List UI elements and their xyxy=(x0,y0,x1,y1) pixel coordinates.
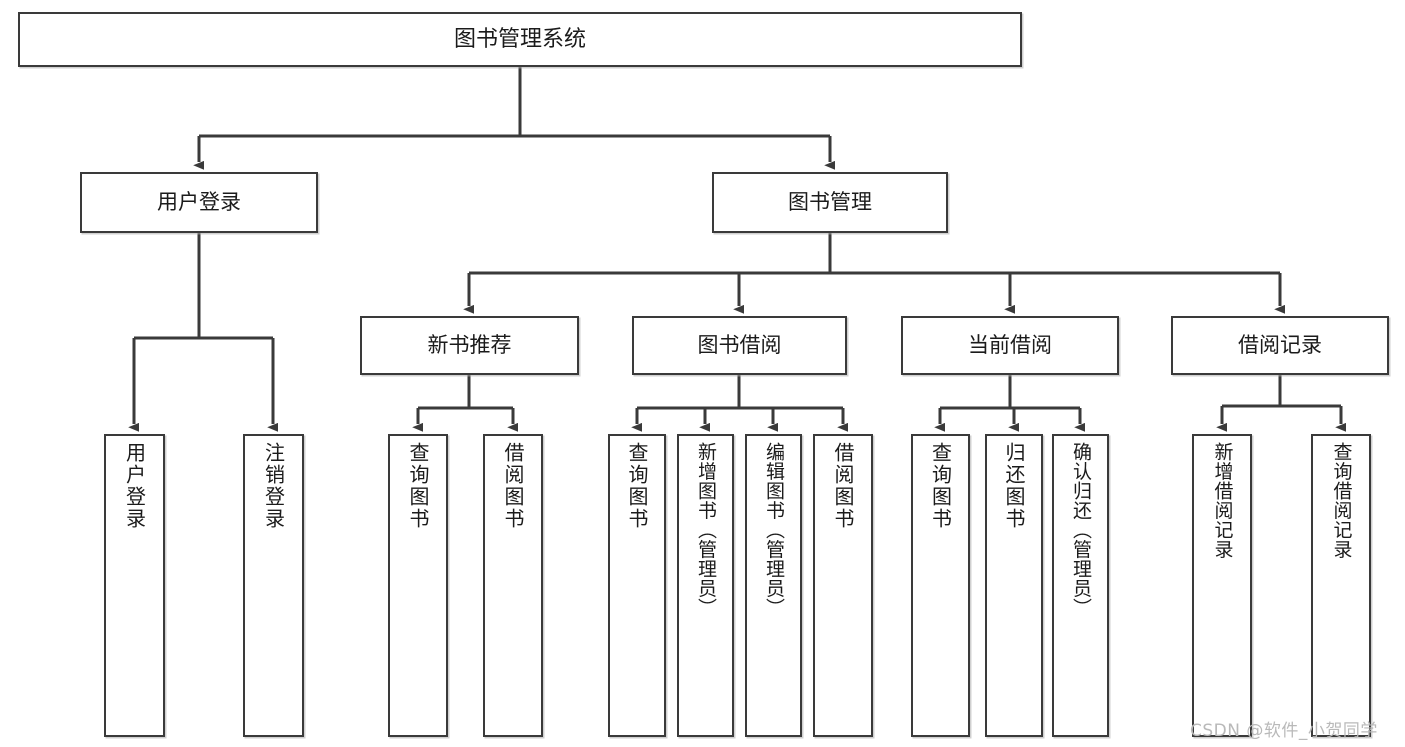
leaf-query-book-recommend[interactable]: 查询图书 xyxy=(388,434,448,737)
node-borrow-record-label: 借阅记录 xyxy=(1238,333,1322,358)
node-book-management-label: 图书管理 xyxy=(788,190,872,215)
node-book-management[interactable]: 图书管理 xyxy=(712,172,948,233)
leaf-borrow-book-recommend-label: 借阅图书 xyxy=(501,442,525,530)
leaf-borrow-book-recommend[interactable]: 借阅图书 xyxy=(483,434,543,737)
leaf-edit-book-admin[interactable]: 编辑图书（管理员） xyxy=(745,434,802,737)
leaf-borrow-book[interactable]: 借阅图书 xyxy=(813,434,873,737)
leaf-query-book-current[interactable]: 查询图书 xyxy=(911,434,970,737)
leaf-add-book-admin-label: 新增图书（管理员） xyxy=(695,442,717,618)
node-borrow-record[interactable]: 借阅记录 xyxy=(1171,316,1389,375)
leaf-confirm-return-admin[interactable]: 确认归还（管理员） xyxy=(1052,434,1109,737)
leaf-borrow-book-label: 借阅图书 xyxy=(831,442,855,530)
node-new-book-recommend[interactable]: 新书推荐 xyxy=(360,316,579,375)
leaf-user-logout-label: 注销登录 xyxy=(261,442,286,530)
leaf-query-book-recommend-label: 查询图书 xyxy=(406,442,430,530)
leaf-add-borrow-record-label: 新增借阅记录 xyxy=(1211,442,1234,559)
node-book-borrow-label: 图书借阅 xyxy=(697,333,782,358)
node-current-borrow-label: 当前借阅 xyxy=(968,333,1052,358)
csdn-watermark: CSDN @软件_小贺同学 xyxy=(1190,721,1378,741)
node-root-label: 图书管理系统 xyxy=(453,26,586,52)
leaf-return-book-label: 归还图书 xyxy=(1002,442,1026,530)
leaf-query-book-current-label: 查询图书 xyxy=(928,442,953,530)
leaf-add-borrow-record[interactable]: 新增借阅记录 xyxy=(1192,434,1252,737)
node-root[interactable]: 图书管理系统 xyxy=(18,12,1022,67)
node-new-book-recommend-label: 新书推荐 xyxy=(427,333,512,358)
leaf-add-book-admin[interactable]: 新增图书（管理员） xyxy=(677,434,734,737)
leaf-user-login-label: 用户登录 xyxy=(122,442,147,530)
leaf-confirm-return-admin-label: 确认归还（管理员） xyxy=(1070,442,1092,618)
leaf-user-login[interactable]: 用户登录 xyxy=(104,434,165,737)
node-user-login[interactable]: 用户登录 xyxy=(80,172,318,233)
node-book-borrow[interactable]: 图书借阅 xyxy=(632,316,847,375)
leaf-edit-book-admin-label: 编辑图书（管理员） xyxy=(763,442,785,618)
node-current-borrow[interactable]: 当前借阅 xyxy=(901,316,1119,375)
leaf-query-borrow-record[interactable]: 查询借阅记录 xyxy=(1311,434,1371,737)
node-user-login-label: 用户登录 xyxy=(157,190,241,215)
leaf-user-logout[interactable]: 注销登录 xyxy=(243,434,304,737)
leaf-query-borrow-record-label: 查询借阅记录 xyxy=(1330,442,1353,559)
leaf-query-book-borrow-label: 查询图书 xyxy=(625,442,649,530)
leaf-query-book-borrow[interactable]: 查询图书 xyxy=(608,434,666,737)
leaf-return-book[interactable]: 归还图书 xyxy=(985,434,1043,737)
